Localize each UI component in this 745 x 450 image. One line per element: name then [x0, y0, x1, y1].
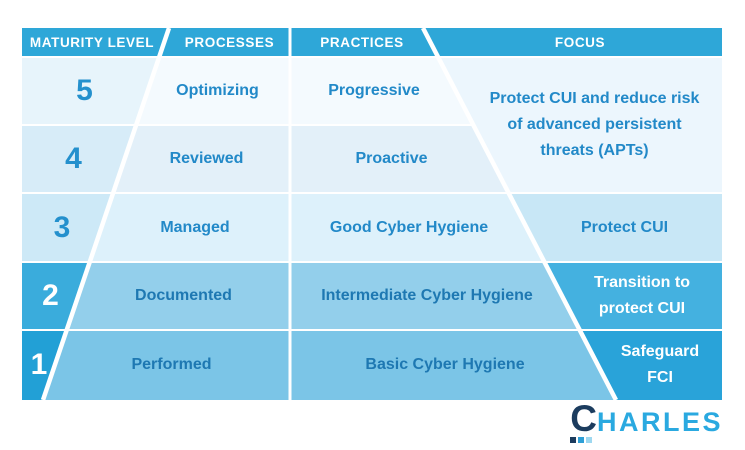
logo-squares [570, 437, 723, 443]
cell-row3-focus [509, 193, 722, 262]
cell-row3-process [90, 193, 290, 262]
cell-row2-process [67, 262, 290, 330]
cell-row5-process [136, 57, 290, 125]
cell-row3-level [22, 193, 113, 262]
cell-row2-focus [545, 262, 722, 330]
logo-square-navy [570, 437, 577, 443]
separator-diagonal-right [421, 28, 618, 400]
cell-focus-merged [438, 57, 722, 193]
table-shapes [22, 28, 722, 400]
cell-row3-practice [290, 193, 545, 262]
cell-row5-level [22, 57, 159, 125]
cell-row1-process [43, 330, 290, 400]
cell-row2-practice [290, 262, 581, 330]
maturity-table: MATURITY LEVEL PROCESSES PRACTICES FOCUS… [22, 28, 722, 400]
cell-row1-focus [581, 330, 722, 400]
charles-logo: C HARLES [570, 398, 723, 443]
logo-rest-letters: HARLES [596, 407, 723, 437]
logo-square-light [586, 437, 593, 443]
cell-row5-practice [290, 57, 473, 125]
cell-row1-practice [290, 330, 616, 400]
logo-square-blue [578, 437, 585, 443]
separator-diagonal-left [40, 28, 172, 400]
cell-row4-practice [290, 125, 509, 193]
charles-logo-wordmark: C HARLES [570, 398, 723, 439]
cell-row2-level [22, 262, 90, 330]
logo-initial-letter: C [570, 398, 597, 439]
cell-row4-process [113, 125, 290, 193]
cell-row1-level [22, 330, 67, 400]
header-bar [22, 28, 722, 57]
cell-row4-level [22, 125, 136, 193]
